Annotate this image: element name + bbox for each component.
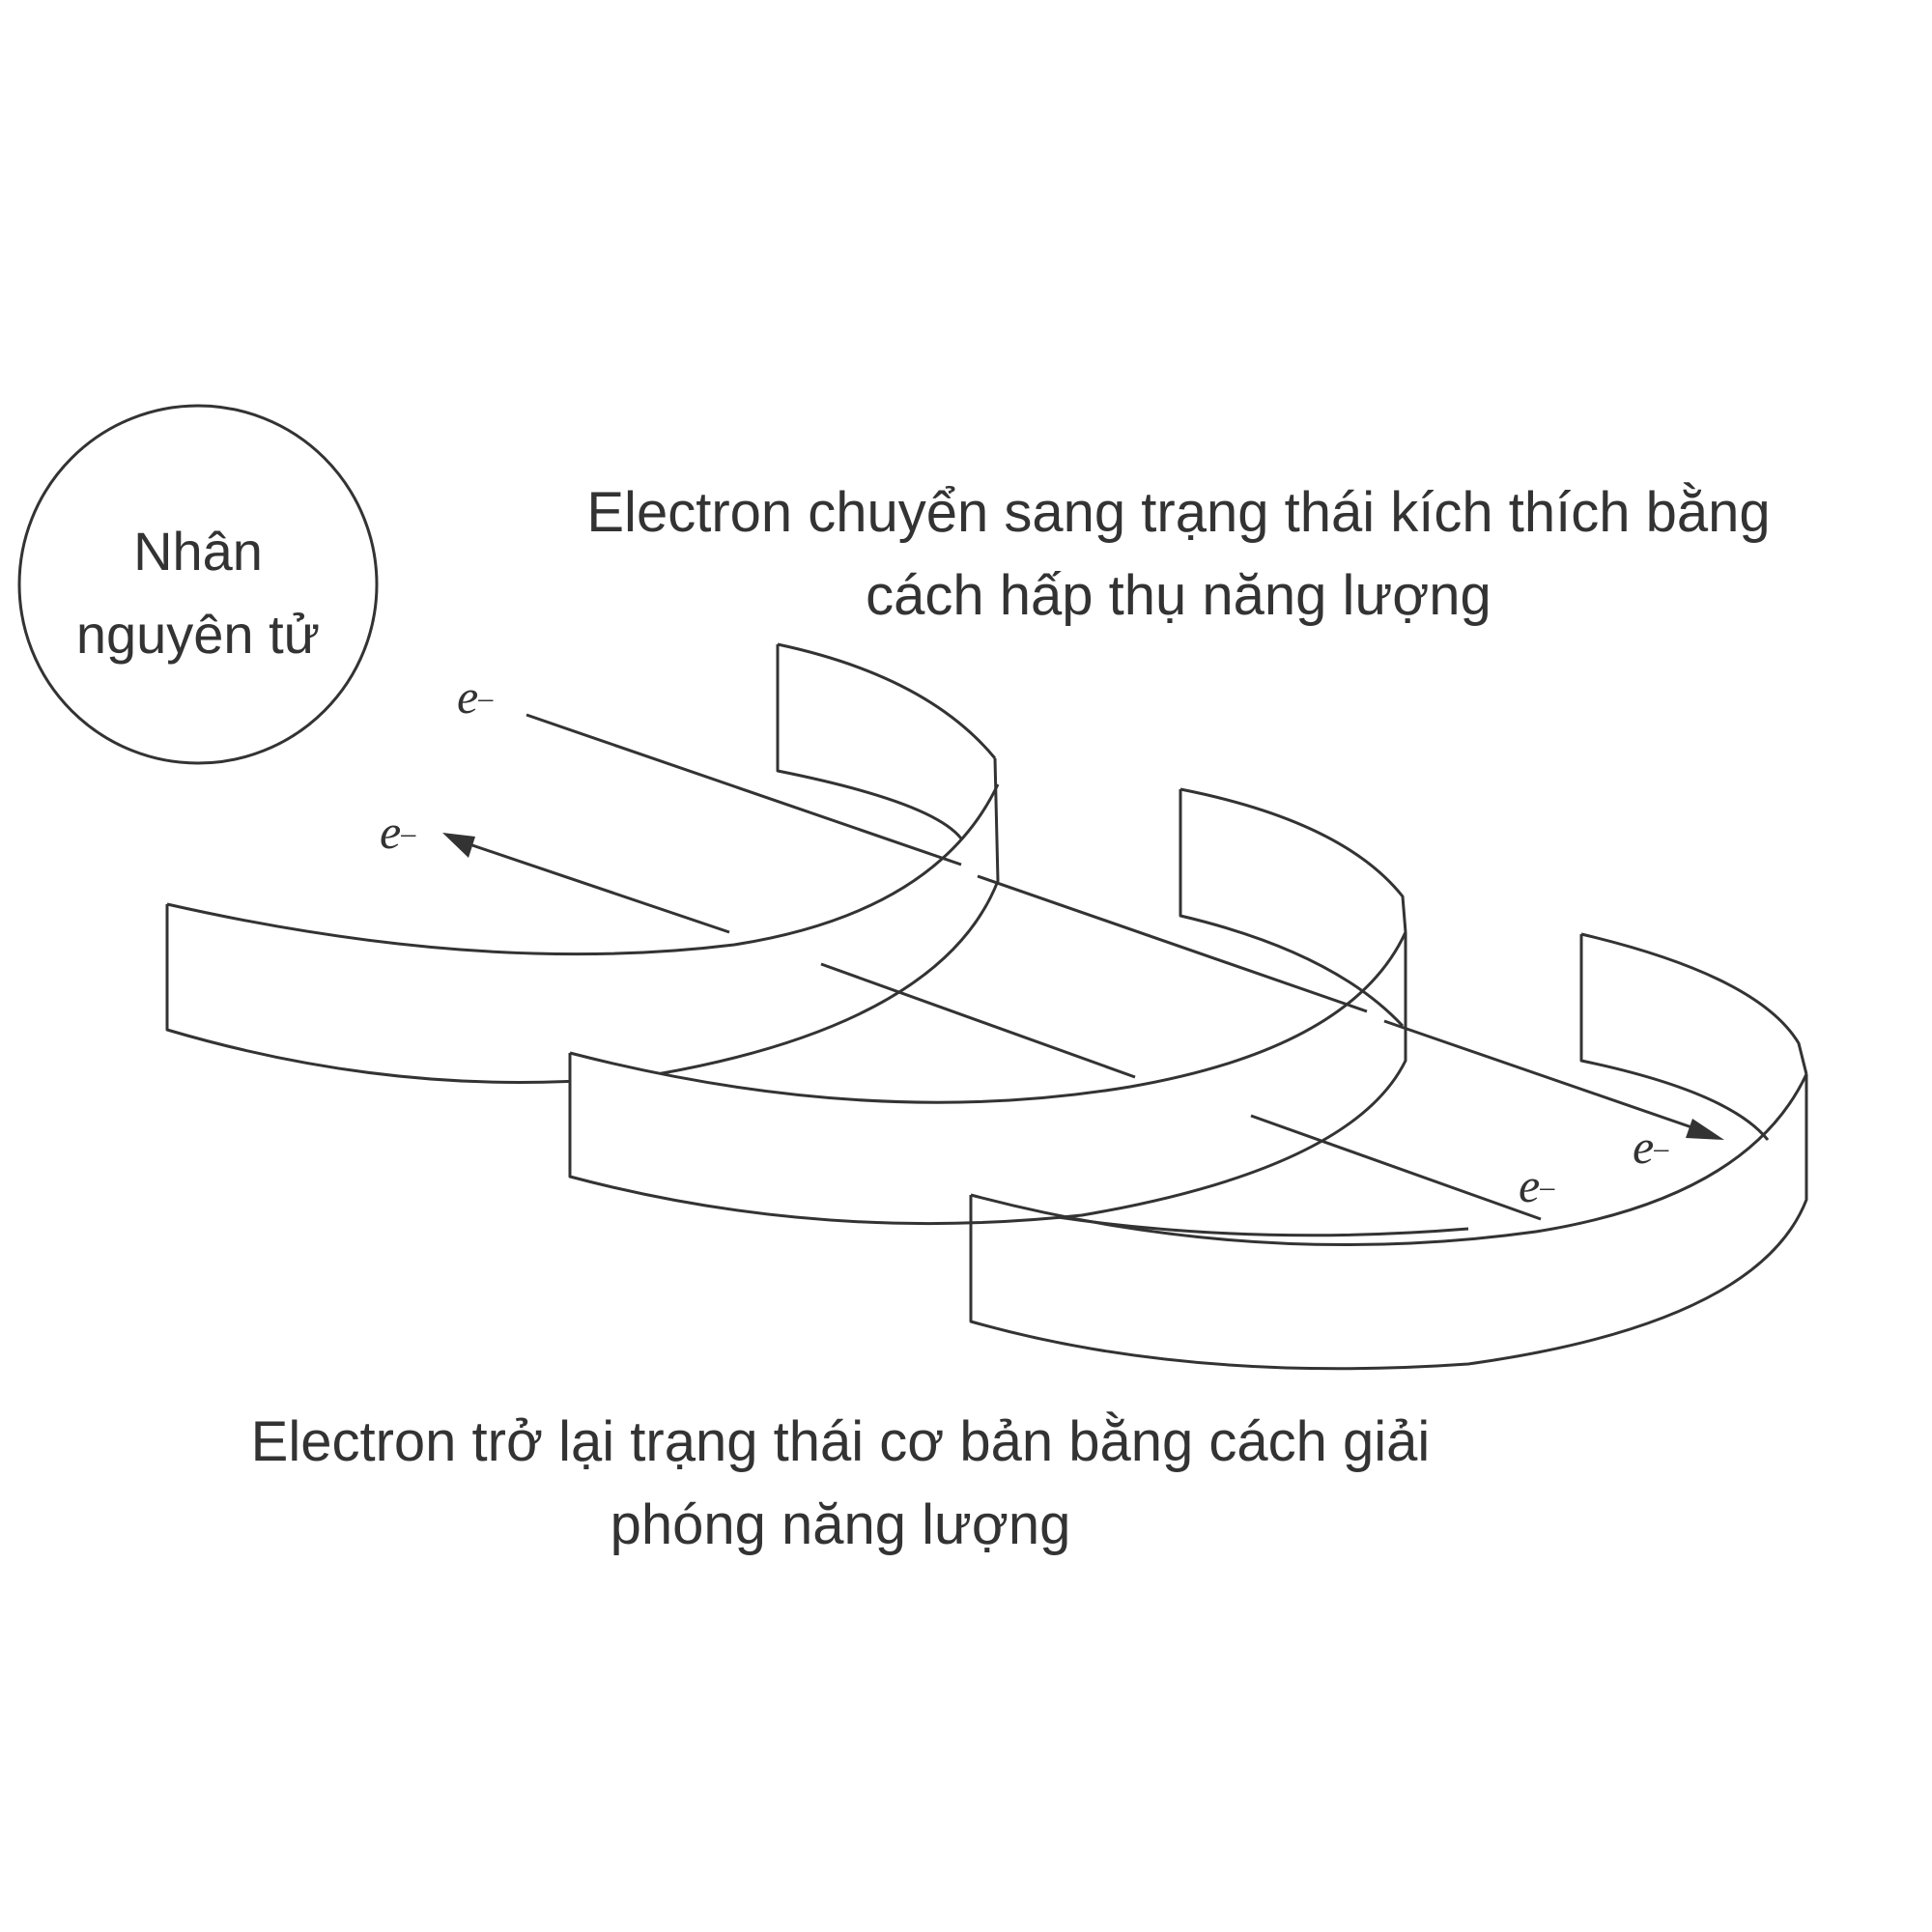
excitation-path-2: [977, 874, 1368, 1013]
electron-label: e–: [1519, 1157, 1554, 1213]
electron-charge: –: [1654, 1132, 1669, 1164]
electron-label: e–: [1633, 1119, 1668, 1175]
relaxation-caption-line1: Electron trở lại trạng thái cơ bản bằng …: [250, 1410, 1431, 1473]
excitation-caption-line1: Electron chuyển sang trạng thái kích thí…: [586, 481, 1771, 544]
electron-symbol: e: [1519, 1158, 1541, 1212]
relaxation-caption-line2: phóng năng lượng: [610, 1493, 1071, 1556]
excitation-path-1: [526, 713, 962, 867]
electron-charge: –: [401, 817, 416, 849]
orbit-band-2: [568, 787, 1407, 1230]
electron-label: e–: [457, 668, 493, 724]
electron-label: e–: [380, 804, 415, 860]
electron-symbol: e: [457, 669, 479, 724]
excitation-caption: Electron chuyển sang trạng thái kích thí…: [502, 471, 1855, 638]
electron-symbol: e: [380, 805, 402, 859]
relaxation-caption: Electron trở lại trạng thái cơ bản bằng …: [145, 1401, 1536, 1567]
electron-symbol: e: [1633, 1120, 1655, 1174]
excitation-path-3: [1383, 1019, 1701, 1132]
relaxation-path-1: [1250, 1114, 1542, 1221]
orbit-band-3: [969, 932, 1808, 1371]
nucleus-circle: [17, 404, 379, 765]
nucleus-label-line2: nguyên tử: [75, 604, 321, 665]
arrowhead-inward: [442, 833, 475, 858]
arrowhead-outward: [1686, 1119, 1724, 1140]
nucleus-label: Nhân nguyên tử: [19, 510, 377, 676]
electron-charge: –: [1540, 1171, 1555, 1203]
excitation-caption-line2: cách hấp thụ năng lượng: [866, 564, 1492, 627]
relaxation-path-2: [820, 962, 1136, 1079]
relaxation-path-3: [463, 840, 730, 934]
electron-charge: –: [478, 682, 494, 714]
nucleus-label-line1: Nhân: [133, 521, 263, 582]
